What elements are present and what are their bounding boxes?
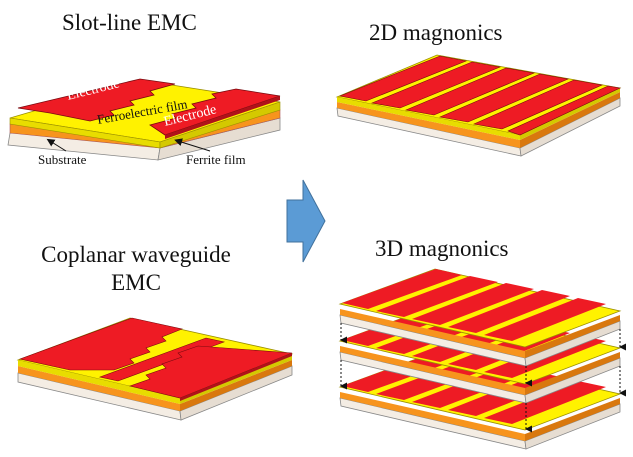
3d-magnonics-stack <box>338 268 626 450</box>
right-arrow-icon <box>286 179 326 263</box>
ferrite-label: Ferrite film <box>186 152 246 167</box>
3d-magnonics-title: 3D magnonics <box>375 236 509 261</box>
ferrite-pointer <box>174 138 211 152</box>
coplanar-title-line2: EMC <box>111 270 161 295</box>
coplanar-title-line1: Coplanar waveguide <box>41 242 231 267</box>
slot-line-emc-device <box>7 78 281 161</box>
slot-line-title: Slot-line EMC <box>62 10 197 35</box>
2d-magnonics-title: 2D magnonics <box>369 20 503 45</box>
coplanar-emc-device <box>16 317 294 421</box>
substrate-label: Substrate <box>38 152 87 167</box>
magnonic-layer-1 <box>338 268 622 367</box>
substrate-pointer <box>46 138 67 152</box>
2d-magnonics-device <box>335 54 622 157</box>
